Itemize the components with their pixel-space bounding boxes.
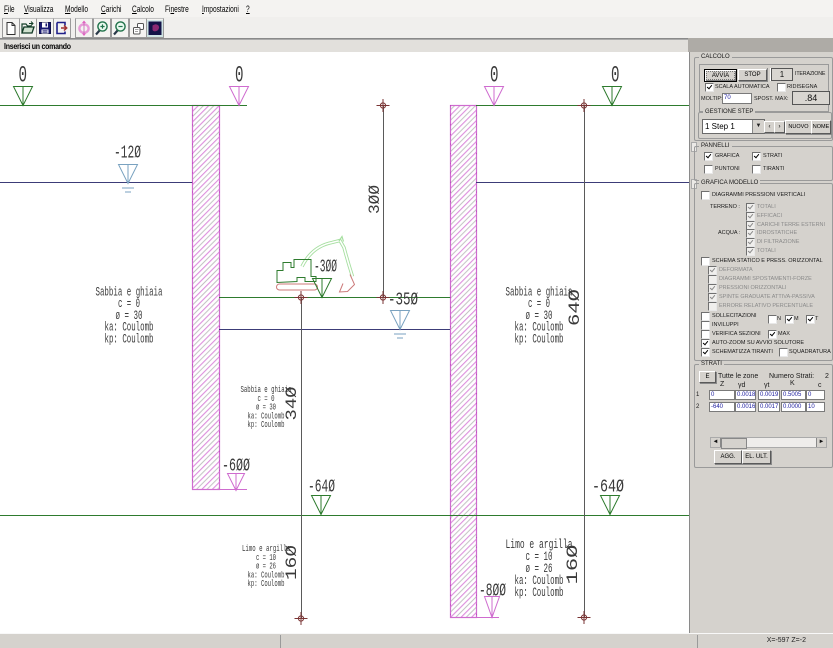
svg-text:c = 0: c = 0 [258,393,275,404]
svg-text:kp: Coulomb: kp: Coulomb [515,585,564,600]
svg-text:ø = 26: ø = 26 [256,561,276,572]
svg-text:kp: Coulomb: kp: Coulomb [105,331,154,346]
svg-text:Limo e argilla: Limo e argilla [242,543,290,554]
svg-text:kp: Coulomb: kp: Coulomb [248,419,285,430]
svg-text:-64Ø: -64Ø [592,478,624,498]
svg-text:ø = 26: ø = 26 [526,561,553,576]
svg-text:ø = 30: ø = 30 [256,402,276,413]
svg-text:ø = 30: ø = 30 [116,308,143,323]
svg-text:ka: Coulomb: ka: Coulomb [515,320,564,335]
svg-text:ka: Coulomb: ka: Coulomb [248,410,285,421]
svg-text:0: 0 [611,63,620,89]
svg-text:0: 0 [490,63,499,89]
svg-text:0: 0 [235,63,244,89]
svg-text:kp: Coulomb: kp: Coulomb [248,578,285,589]
svg-text:Sabbia e ghiaia: Sabbia e ghiaia [96,285,163,300]
svg-text:-8ØØ: -8ØØ [479,582,506,602]
svg-text:ka: Coulomb: ka: Coulomb [105,320,154,335]
svg-text:c = 0: c = 0 [528,296,550,311]
svg-text:c = 0: c = 0 [118,296,140,311]
svg-text:ka: Coulomb: ka: Coulomb [515,573,564,588]
svg-text:ka: Coulomb: ka: Coulomb [248,569,285,580]
svg-text:Sabbia e ghiaia: Sabbia e ghiaia [241,384,292,395]
svg-text:ø = 30: ø = 30 [526,308,553,323]
svg-text:Limo e argilla: Limo e argilla [506,537,573,552]
svg-text:-35Ø: -35Ø [388,291,418,311]
svg-text:34Ø: 34Ø [283,386,301,420]
svg-text:-12Ø: -12Ø [114,144,141,164]
svg-text:c = 10: c = 10 [256,552,276,563]
svg-text:c = 10: c = 10 [526,549,553,564]
svg-text:16Ø: 16Ø [564,544,582,585]
svg-text:-6ØØ: -6ØØ [222,457,250,477]
svg-text:Sabbia e ghiaia: Sabbia e ghiaia [506,285,573,300]
svg-text:0: 0 [19,63,28,89]
svg-text:-64Ø: -64Ø [308,478,335,498]
svg-text:-3ØØ: -3ØØ [314,258,337,278]
svg-text:3ØØ: 3ØØ [366,185,384,214]
svg-text:16Ø: 16Ø [283,545,301,580]
svg-text:kp: Coulomb: kp: Coulomb [515,331,564,346]
svg-text:64Ø: 64Ø [566,288,584,326]
